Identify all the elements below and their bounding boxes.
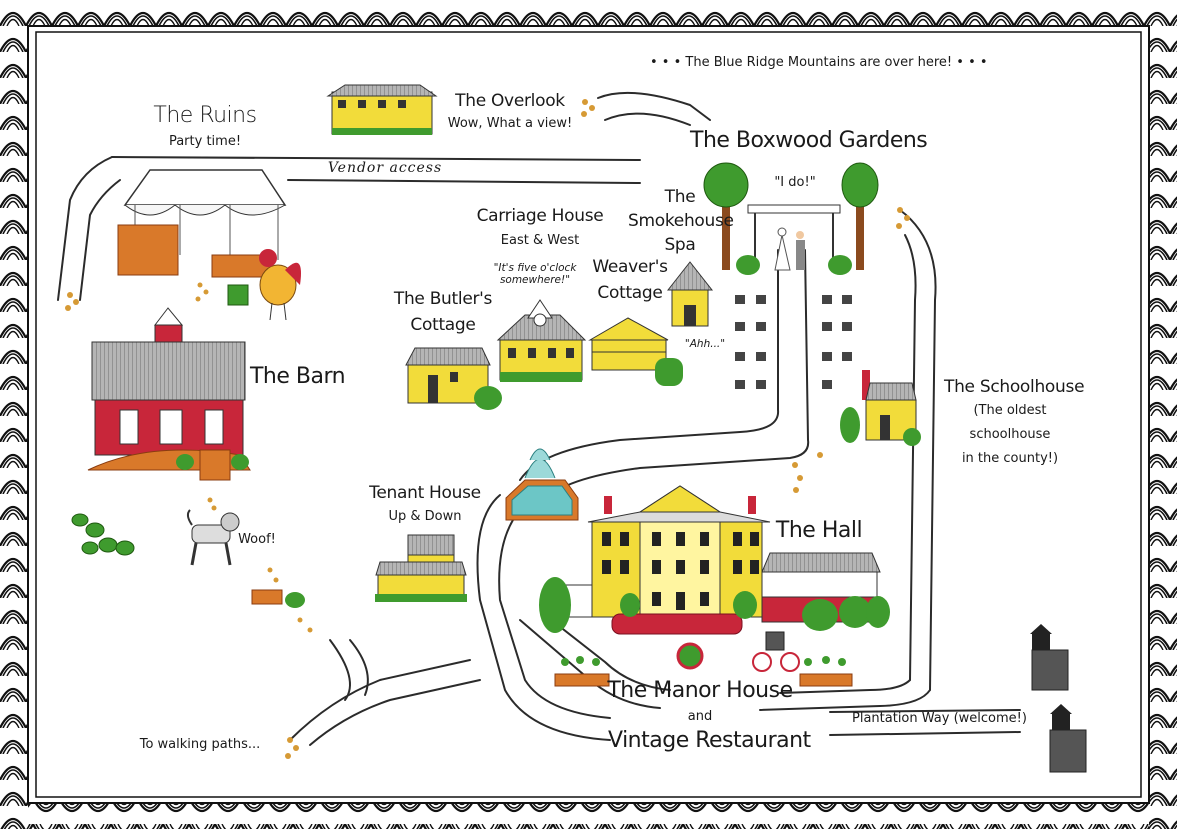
weavers-title-line1: Weaver's (592, 257, 668, 277)
road-walking-paths: To walking paths... (139, 737, 261, 752)
smokehouse-title-line1: The (664, 187, 696, 207)
manor-title: The Manor House (607, 678, 793, 703)
overlook-title: The Overlook (455, 91, 565, 111)
barn-illustration (87, 307, 251, 481)
tenant-house-illustration (375, 534, 467, 602)
weavers-title-line2: Cottage (597, 283, 663, 303)
barn-dog-note: Woof! (238, 532, 276, 547)
gravel-paths (65, 99, 910, 759)
ruins-tent-illustration (117, 169, 301, 321)
weavers-cottage-illustration (588, 317, 683, 386)
manor-restaurant: Vintage Restaurant (608, 728, 811, 753)
ruins-subtitle: Party time! (168, 134, 242, 149)
boxwood-subtitle: "I do!" (774, 175, 816, 190)
schoolhouse-sub-line3: in the county!) (961, 451, 1059, 466)
barn-title: The Barn (249, 364, 346, 389)
gate-pillars (1030, 624, 1087, 773)
dog-illustration (186, 509, 240, 566)
carriage-house-illustration (496, 299, 587, 382)
tenant-title: Tenant House (369, 483, 481, 503)
overlook-subtitle: Wow, What a view! (447, 116, 573, 131)
schoolhouse-illustration (840, 370, 921, 446)
hall-title: The Hall (775, 518, 863, 543)
manor-and: and (687, 709, 713, 724)
smokehouse-title-line3: Spa (664, 235, 696, 255)
ruins-title: The Ruins (153, 103, 257, 128)
shrub-illustration (71, 513, 135, 556)
boxwood-title: The Boxwood Gardens (690, 128, 928, 153)
bridge-illustration (251, 589, 305, 608)
carriage-subtitle: East & West (500, 233, 580, 248)
road-plantation-way: Plantation Way (welcome!) (852, 711, 1027, 726)
carriage-title: Carriage House (476, 206, 604, 226)
carriage-note: "It's five o'clock somewhere!" (493, 262, 577, 287)
ceremony-chairs (735, 295, 852, 389)
overlook-illustration (326, 84, 438, 135)
butlers-title-line1: The Butler's (393, 289, 493, 309)
tenant-subtitle: Up & Down (388, 509, 462, 524)
fountain-illustration (505, 448, 579, 521)
blue-ridge-note: • • • The Blue Ridge Mountains are over … (650, 55, 988, 70)
hall-illustration (761, 552, 890, 631)
smokehouse-title-line2: Smokehouse (628, 211, 734, 231)
boxwood-gardens-illustration (703, 162, 879, 275)
schoolhouse-sub-line2: schoolhouse (969, 427, 1051, 442)
butlers-title-line2: Cottage (410, 315, 476, 335)
smokehouse-illustration (666, 261, 714, 327)
schoolhouse-title: The Schoolhouse (944, 377, 1085, 397)
manor-house-illustration (539, 485, 853, 687)
schoolhouse-sub-line1: (The oldest (973, 403, 1047, 418)
road-vendor-access: Vendor access (327, 160, 443, 176)
butlers-cottage-illustration (405, 347, 502, 410)
smokehouse-note: "Ahh..." (684, 338, 726, 350)
